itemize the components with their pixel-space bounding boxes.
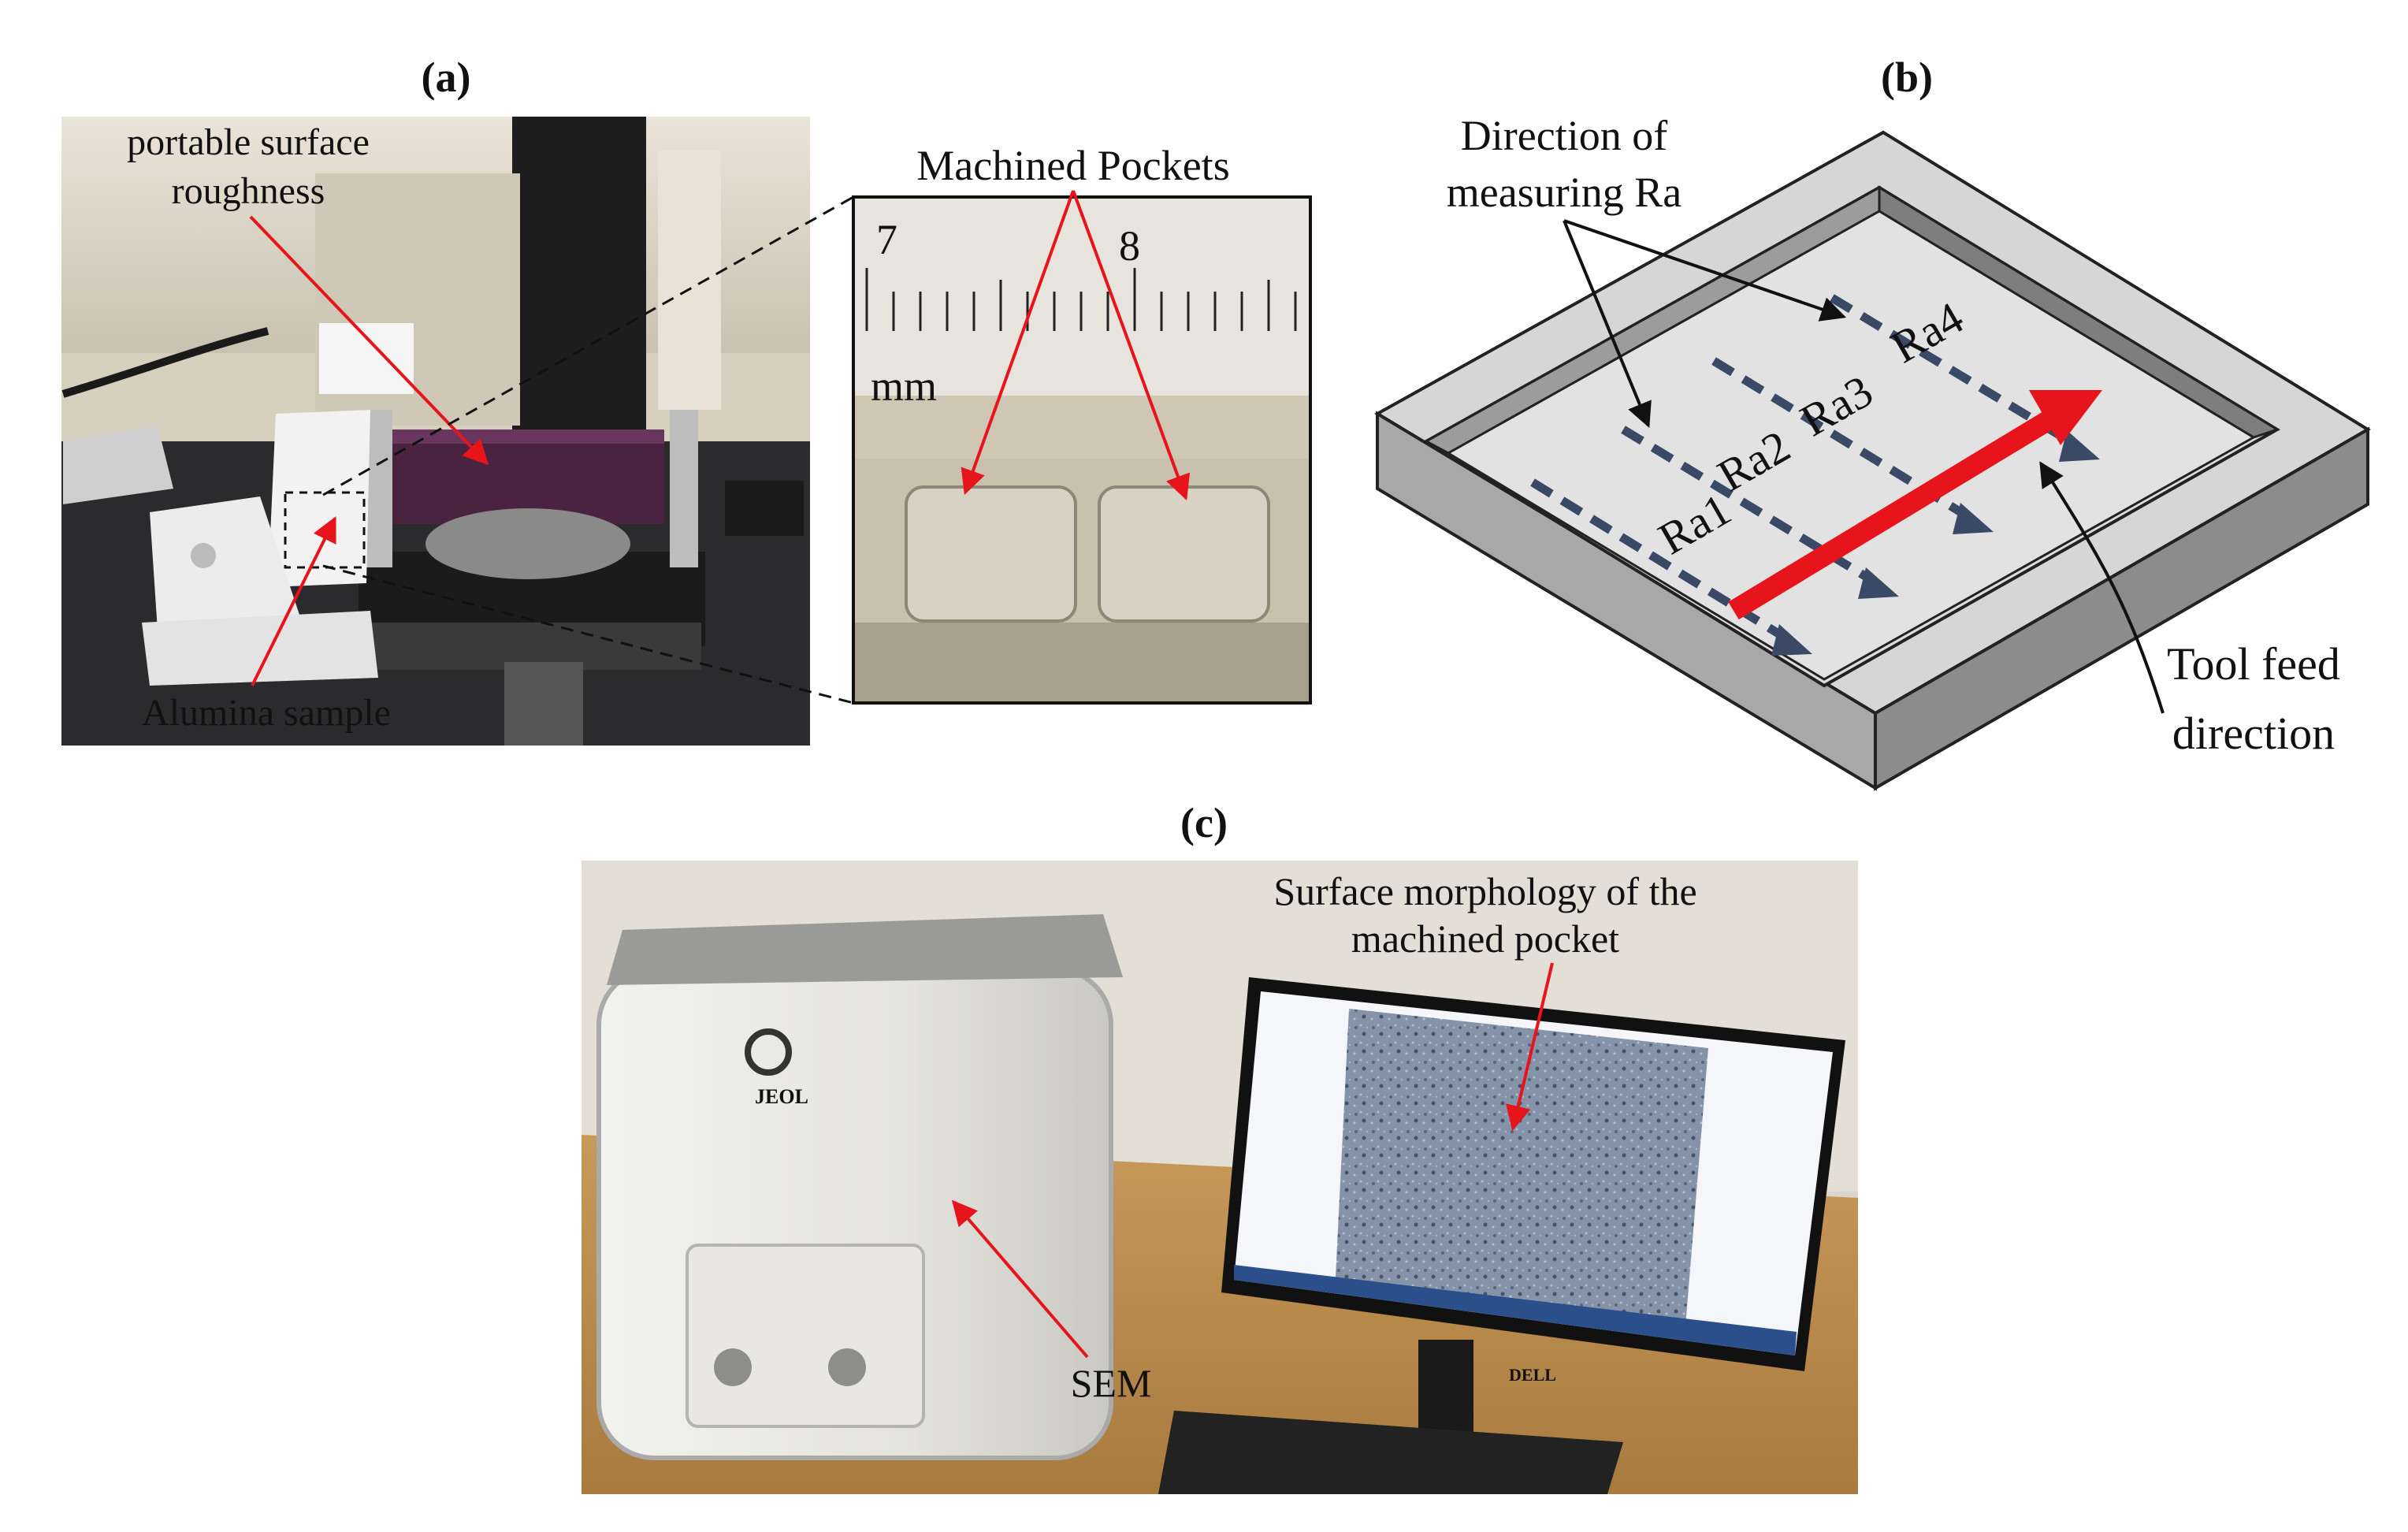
tool-feed-pointer bbox=[2039, 461, 2165, 714]
pocket-arrow-right bbox=[1072, 190, 1191, 501]
panel-c-label: (c) bbox=[1180, 799, 1228, 846]
roughness-callout-line2: roughness bbox=[172, 170, 325, 212]
ruler-mark-8: 8 bbox=[1119, 222, 1140, 270]
sem-photo bbox=[582, 861, 1858, 1494]
roughness-tester-photo bbox=[61, 117, 810, 746]
tool-feed-callout-line2: direction bbox=[2172, 708, 2335, 759]
pockets-callout: Machined Pockets bbox=[916, 142, 1229, 189]
zoom-line-bottom bbox=[322, 564, 854, 705]
tool-feed-callout-line1: Tool feed bbox=[2167, 638, 2340, 690]
direction-arrow-1 bbox=[1563, 220, 1652, 428]
morphology-callout-line1: Surface morphology of the bbox=[1273, 869, 1696, 913]
ruler-unit: mm bbox=[871, 363, 937, 410]
alumina-callout: Alumina sample bbox=[142, 692, 391, 734]
direction-callout-line1: Direction of bbox=[1461, 112, 1667, 159]
panel-a-label: (a) bbox=[422, 54, 471, 101]
direction-arrow-2 bbox=[1563, 219, 1847, 322]
direction-callout-line2: measuring Ra bbox=[1447, 169, 1682, 216]
sample-zoom-box bbox=[284, 491, 366, 569]
pocket-part-3d bbox=[1374, 130, 2371, 791]
morphology-callout-line2: machined pocket bbox=[1351, 917, 1619, 961]
morphology-arrow bbox=[1506, 962, 1554, 1132]
roughness-arrow bbox=[249, 215, 489, 466]
ruler-mark-7: 7 bbox=[876, 216, 897, 263]
sem-brand-label: JEOL bbox=[755, 1085, 808, 1108]
ra-measurement-lines bbox=[1530, 294, 2100, 656]
tool-feed-arrow bbox=[1728, 390, 2102, 620]
pocket-arrow-left bbox=[961, 190, 1075, 496]
sem-callout: SEM bbox=[1071, 1361, 1152, 1405]
monitor-brand-label: DELL bbox=[1509, 1365, 1556, 1385]
alumina-arrow bbox=[251, 516, 336, 686]
panel-b-label: (b) bbox=[1881, 54, 1933, 101]
sem-arrow bbox=[951, 1199, 1089, 1359]
roughness-callout-line1: portable surface bbox=[127, 121, 370, 163]
machined-pockets-inset bbox=[852, 195, 1312, 705]
